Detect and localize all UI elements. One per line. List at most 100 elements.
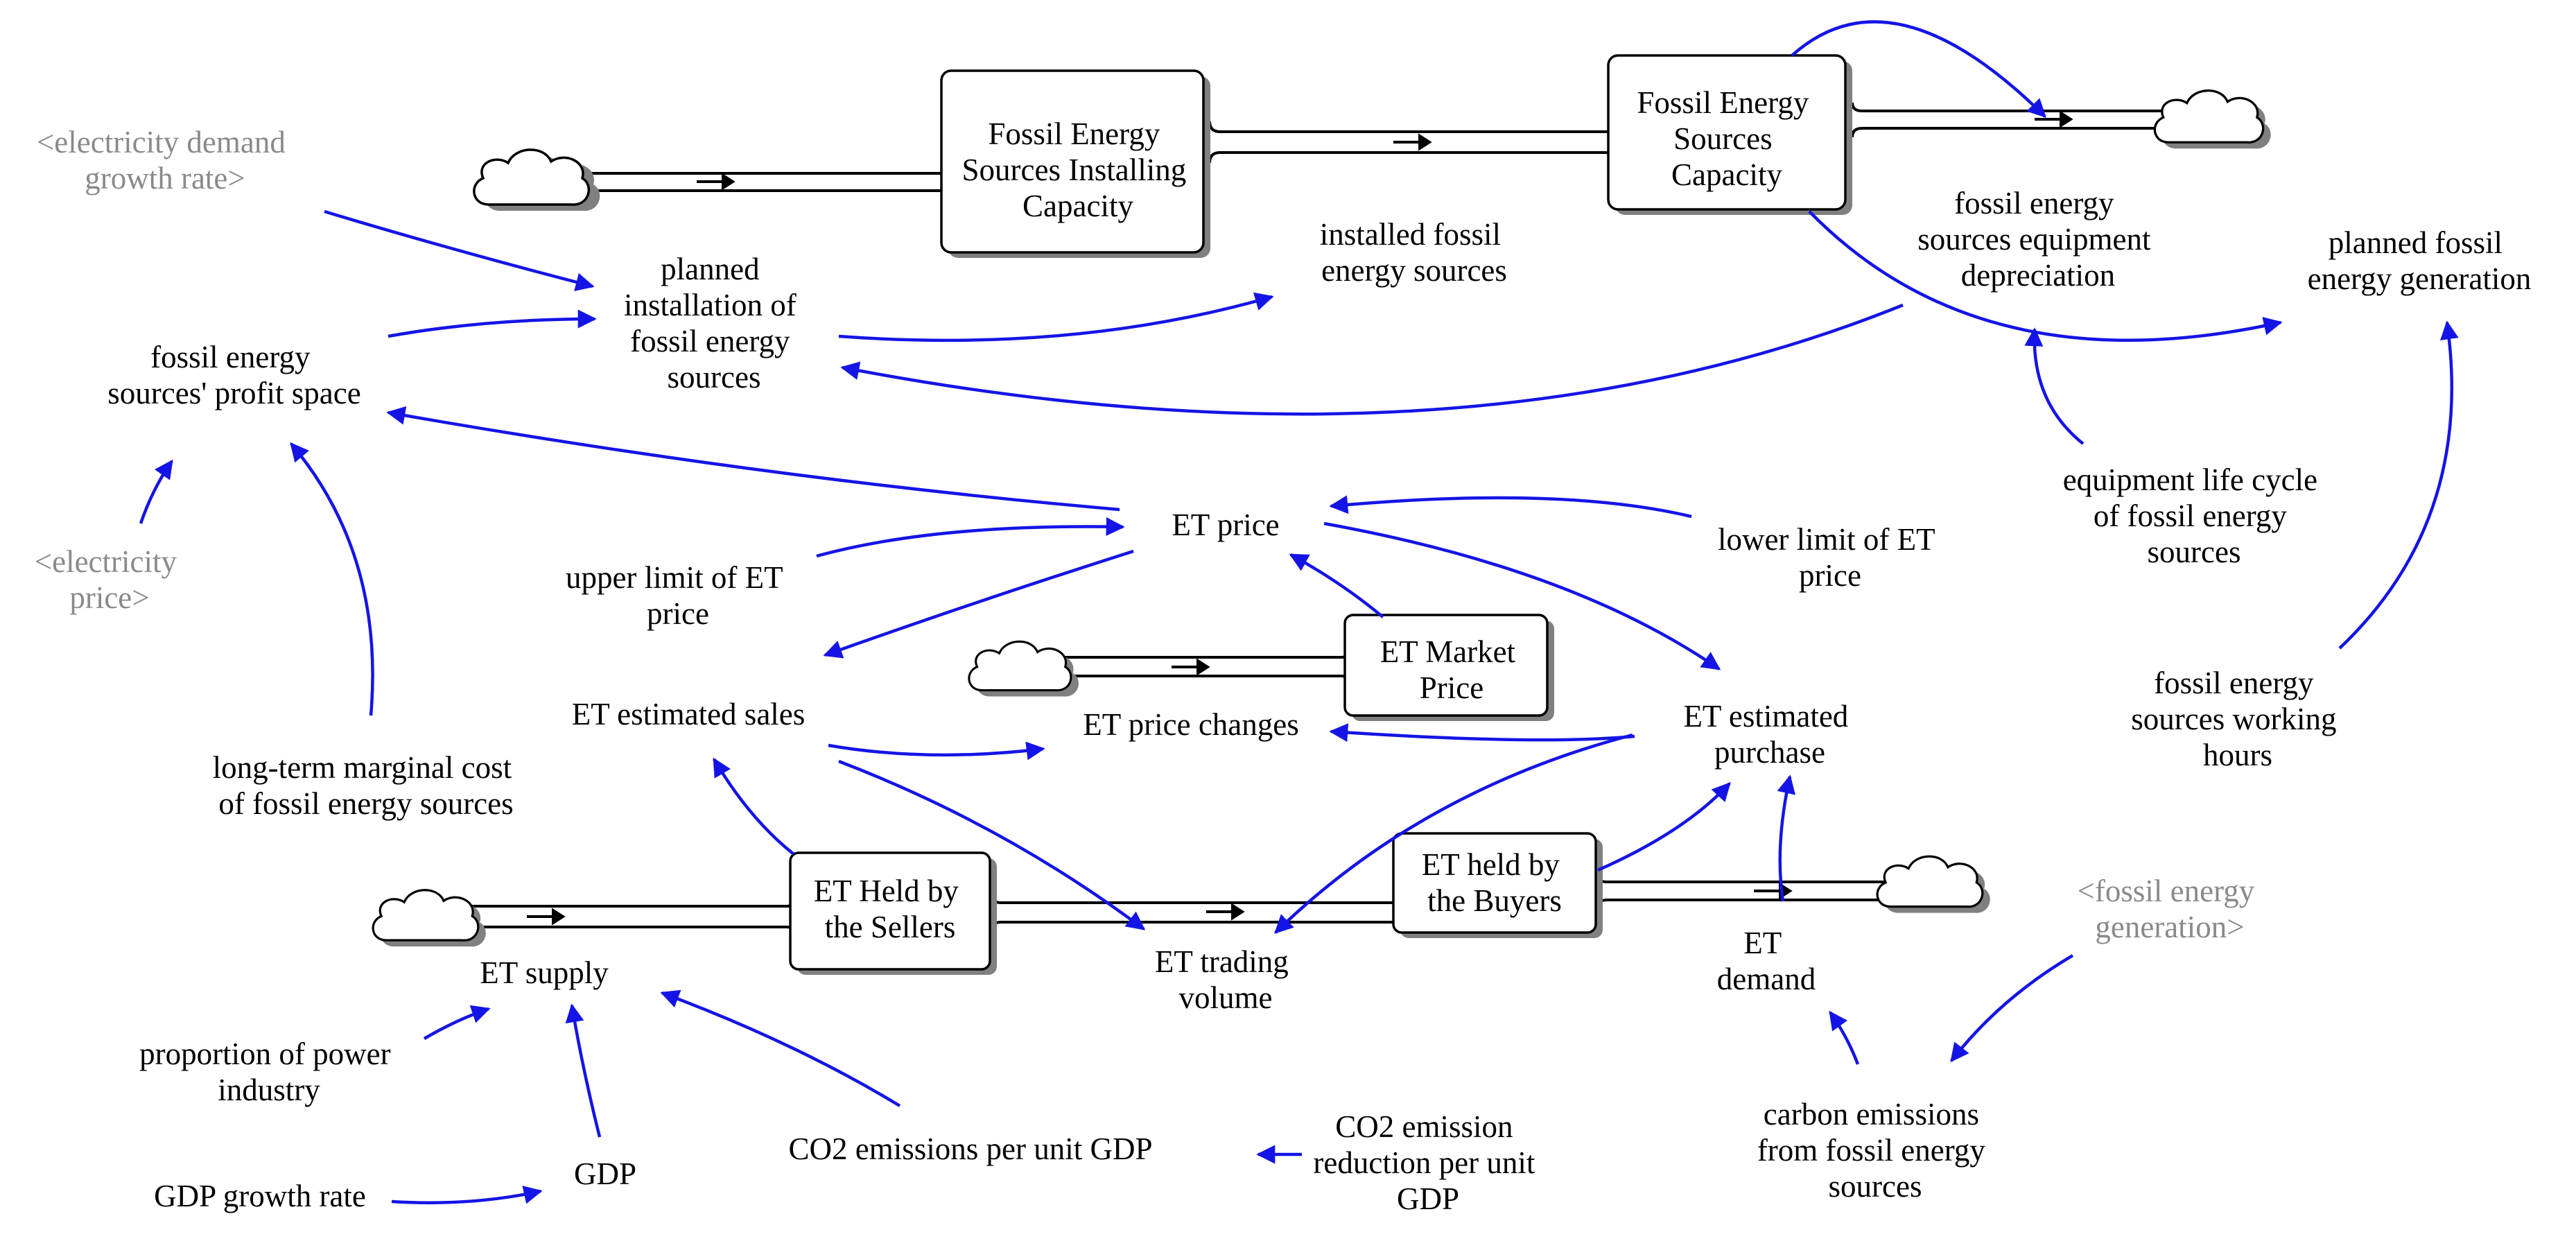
pipe-depreciation-flow-top — [1851, 102, 2177, 112]
var-planned-generation[interactable]: planned fossil energy generation — [2308, 225, 2532, 296]
var-gdp-line1: GDP — [574, 1156, 636, 1191]
var-electricity-price[interactable]: <electricity price> — [35, 544, 185, 615]
causal-links — [139, 20, 2459, 1204]
var-fossil-generation-line1: <fossil energy — [2077, 874, 2254, 908]
link-co2-per-gdp-to-supply — [660, 989, 901, 1107]
var-fossil-generation[interactable]: <fossil energy generation> — [2077, 874, 2262, 944]
stock-fossil-installing[interactable]: Fossil Energy Sources Installing Capacit… — [940, 69, 1210, 258]
var-proportion-power[interactable]: proportion of power industry — [139, 1037, 399, 1107]
link-upper-to-et-price — [816, 517, 1125, 558]
var-carbon-emissions-line3: sources — [1829, 1169, 1922, 1204]
var-et-supply[interactable]: ET supply — [480, 955, 609, 990]
var-fossil-generation-line2: generation> — [2095, 910, 2244, 944]
link-working-hours-to-planned-gen — [2338, 320, 2459, 650]
var-profit-space-line2: sources' profit space — [107, 376, 360, 410]
stock-et-buyers-line1: ET held by — [1422, 847, 1560, 882]
var-planned-generation-line2: energy generation — [2308, 261, 2532, 296]
cloud-sink-et-demand — [1876, 855, 1990, 913]
var-co2-reduction[interactable]: CO2 emission reduction per unit GDP — [1313, 1109, 1542, 1216]
var-long-term-cost[interactable]: long-term marginal cost of fossil energy… — [213, 750, 520, 821]
var-gdp-growth-line1: GDP growth rate — [154, 1179, 366, 1213]
var-electricity-price-line2: price> — [69, 580, 149, 615]
var-upper-limit[interactable]: upper limit of ET price — [566, 560, 790, 631]
stock-fossil-capacity-line2: Sources — [1673, 121, 1772, 156]
var-co2-reduction-line2: reduction per unit — [1313, 1145, 1535, 1180]
var-carbon-emissions[interactable]: carbon emissions from fossil energy sour… — [1757, 1097, 1993, 1204]
var-installed-fossil[interactable]: installed fossil energy sources — [1320, 217, 1508, 288]
var-lower-limit[interactable]: lower limit of ET price — [1718, 522, 1942, 593]
var-depreciation[interactable]: fossil energy sources equipment deprecia… — [1917, 186, 2158, 293]
link-sales-to-trading — [838, 759, 1146, 930]
pipe-et-supply-top — [471, 899, 795, 908]
stock-et-market-price[interactable]: ET Market Price — [1343, 614, 1554, 721]
stocks: Fossil Energy Sources Installing Capacit… — [789, 54, 1852, 975]
var-et-price-changes[interactable]: ET price changes — [1083, 707, 1299, 742]
var-planned-installation[interactable]: planned installation of fossil energy so… — [624, 252, 804, 395]
link-sellers-to-sales — [713, 757, 795, 856]
cloud-sink-depreciation — [2153, 89, 2271, 149]
pipe-et-price-changes-top — [1064, 650, 1350, 659]
var-et-estimated-purchase[interactable]: ET estimated purchase — [1683, 699, 1856, 770]
var-co2-reduction-line3: GDP — [1397, 1181, 1459, 1216]
var-equipment-life[interactable]: equipment life cycle of fossil energy so… — [2063, 462, 2326, 569]
cloud-source-installing — [473, 148, 600, 211]
var-et-estimated-purchase-line2: purchase — [1714, 735, 1825, 770]
var-long-term-cost-line1: long-term marginal cost — [213, 750, 512, 785]
var-et-estimated-sales-line1: ET estimated sales — [572, 697, 806, 731]
link-sales-to-price-changes — [828, 741, 1045, 761]
var-gdp[interactable]: GDP — [574, 1156, 636, 1191]
pipe-et-supply-bottom — [471, 926, 795, 935]
var-electricity-demand-growth[interactable]: <electricity demand growth rate> — [37, 125, 293, 196]
link-longterm-to-profit — [290, 442, 374, 716]
var-lower-limit-line2: price — [1799, 558, 1861, 593]
var-co2-per-gdp[interactable]: CO2 emissions per unit GDP — [788, 1132, 1152, 1166]
link-market-price-to-et-price — [1289, 553, 1384, 618]
stock-et-buyers[interactable]: ET held by the Buyers — [1392, 832, 1603, 938]
var-planned-installation-line4: sources — [668, 360, 761, 395]
link-et-price-to-profit — [386, 406, 1120, 512]
var-et-estimated-sales[interactable]: ET estimated sales — [572, 697, 806, 731]
var-depreciation-line2: sources equipment — [1917, 222, 2151, 257]
var-planned-installation-line1: planned — [661, 252, 759, 286]
pipe-et-demand-top — [1596, 874, 1886, 883]
stock-fossil-capacity[interactable]: Fossil Energy Sources Capacity — [1607, 54, 1852, 215]
var-profit-space-line1: fossil energy — [150, 340, 311, 374]
var-et-estimated-purchase-line1: ET estimated — [1683, 699, 1848, 734]
var-et-demand[interactable]: ET demand — [1717, 926, 1816, 996]
stock-fossil-installing-line2: Sources Installing — [962, 153, 1187, 187]
svg-text:ET held by the Buyers: ET held by the Buyers — [1422, 847, 1567, 918]
var-long-term-cost-line2: of fossil energy sources — [218, 786, 513, 821]
var-working-hours[interactable]: fossil energy sources working hours — [2131, 666, 2344, 772]
stock-et-sellers[interactable]: ET Held by the Sellers — [789, 851, 997, 975]
var-planned-generation-line1: planned fossil — [2329, 225, 2503, 260]
pipe-et-demand-bottom — [1596, 899, 1886, 909]
var-electricity-demand-growth-line2: growth rate> — [85, 161, 245, 196]
flow-direction-arrows — [527, 110, 2073, 926]
stock-et-market-price-line1: ET Market — [1380, 634, 1516, 669]
var-et-trading-volume[interactable]: ET trading volume — [1155, 944, 1296, 1015]
flow-arrow-et-trading — [1206, 903, 1245, 921]
svg-text:Fossil Energy Sources: Fossil Energy Sources Installing Capacit… — [962, 116, 1194, 223]
link-depreciation-to-planned — [840, 303, 1904, 416]
var-depreciation-line1: fossil energy — [1954, 186, 2114, 220]
var-installed-fossil-line1: installed fossil — [1320, 217, 1501, 252]
pipe-et-trading-top — [990, 894, 1402, 904]
flow-arrow-depreciation — [2035, 110, 2073, 128]
var-profit-space[interactable]: fossil energy sources' profit space — [107, 340, 360, 410]
link-profit-to-planned — [388, 309, 597, 338]
link-purchase-to-trading — [1274, 733, 1633, 934]
var-depreciation-line3: depreciation — [1961, 258, 2115, 293]
link-demand-to-purchase — [1777, 774, 1795, 902]
link-proportion-to-supply — [423, 1005, 491, 1040]
var-et-demand-line2: demand — [1717, 962, 1816, 996]
var-working-hours-line1: fossil energy — [2154, 666, 2314, 700]
var-gdp-growth[interactable]: GDP growth rate — [154, 1179, 366, 1213]
var-upper-limit-line2: price — [647, 596, 709, 631]
stock-fossil-installing-line3: Capacity — [1022, 189, 1133, 223]
pipe-installed-flow-bottom — [1208, 151, 1615, 164]
var-equipment-life-line2: of fossil energy — [2094, 499, 2288, 533]
var-et-price[interactable]: ET price — [1172, 508, 1279, 542]
var-carbon-emissions-line2: from fossil energy — [1757, 1133, 1986, 1168]
link-lower-to-et-price — [1329, 495, 1692, 519]
